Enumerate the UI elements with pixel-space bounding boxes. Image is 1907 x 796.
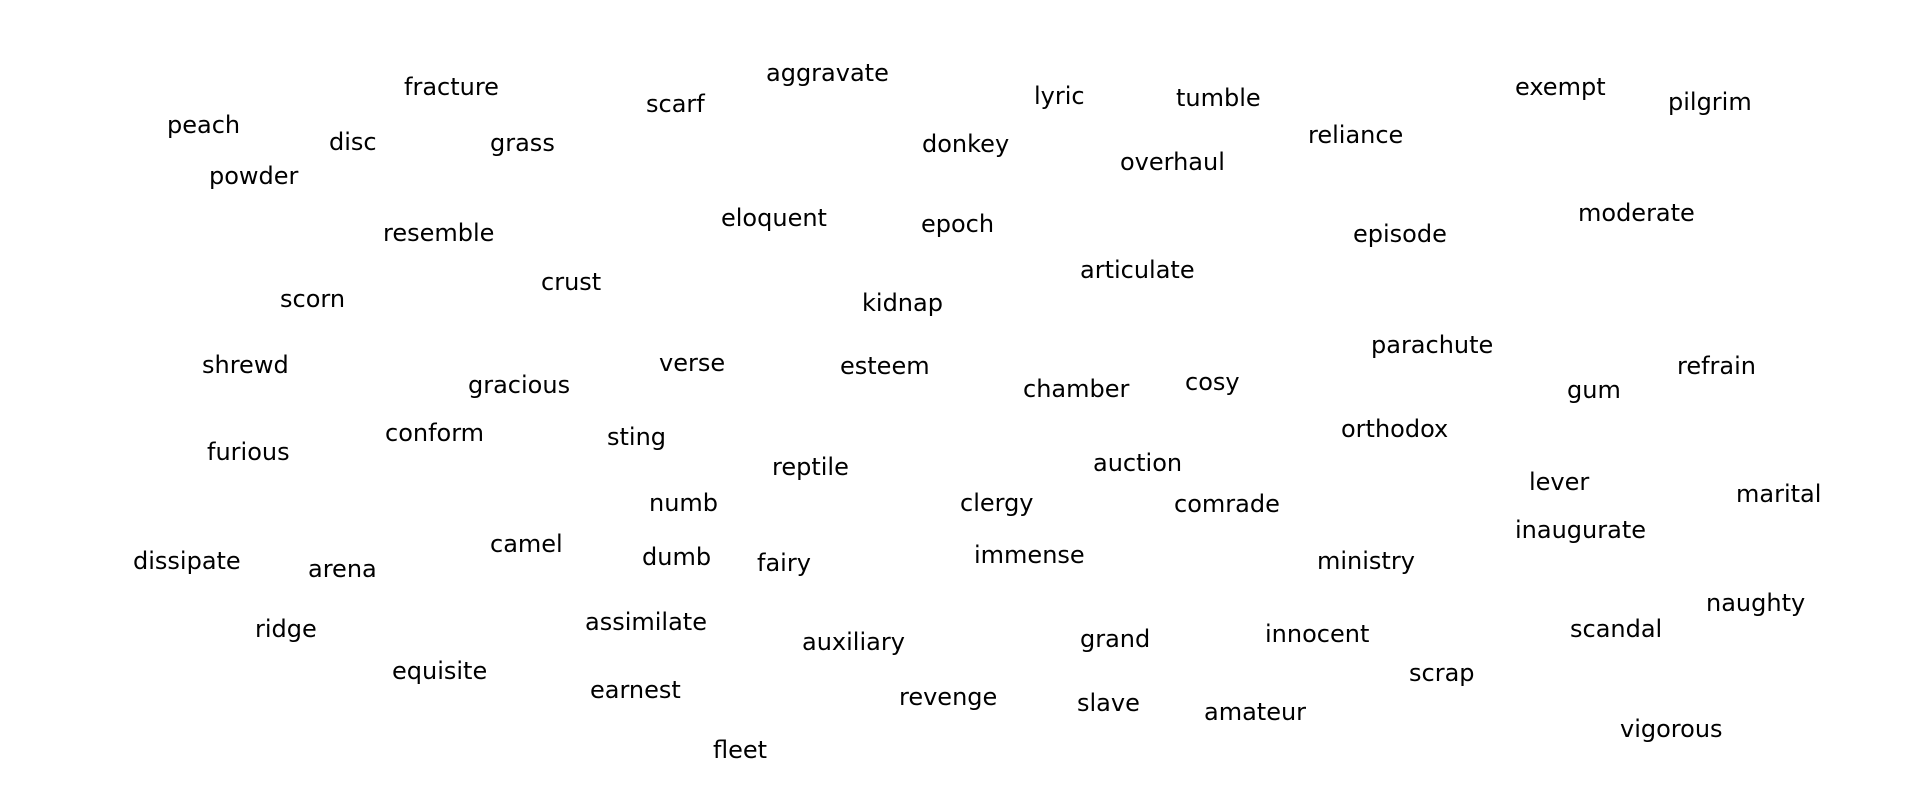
word-item: refrain: [1677, 352, 1757, 380]
word-item: numb: [649, 489, 719, 517]
word-item: ministry: [1317, 547, 1415, 575]
word-item: articulate: [1080, 256, 1195, 284]
word-item: orthodox: [1341, 415, 1449, 443]
word-item: revenge: [899, 683, 998, 711]
word-item: auxiliary: [802, 628, 905, 656]
word-item: donkey: [922, 130, 1010, 158]
word-item: moderate: [1578, 199, 1695, 227]
word-item: powder: [209, 162, 299, 190]
word-item: chamber: [1023, 375, 1130, 403]
word-item: fracture: [404, 73, 499, 101]
word-item: assimilate: [585, 608, 707, 636]
word-item: dissipate: [133, 547, 241, 575]
word-item: overhaul: [1120, 148, 1225, 176]
word-item: ridge: [255, 615, 317, 643]
word-item: episode: [1353, 220, 1447, 248]
word-item: grass: [490, 129, 555, 157]
word-item: marital: [1736, 480, 1822, 508]
word-item: peach: [167, 111, 241, 139]
word-item: epoch: [921, 210, 995, 238]
word-item: gum: [1567, 376, 1621, 404]
word-item: dumb: [642, 543, 712, 571]
word-item: cosy: [1185, 368, 1240, 396]
word-item: comrade: [1174, 490, 1280, 518]
word-item: tumble: [1176, 84, 1261, 112]
word-item: auction: [1093, 449, 1183, 477]
word-item: furious: [207, 438, 290, 466]
word-item: slave: [1077, 689, 1140, 717]
word-item: verse: [659, 349, 726, 377]
word-item: vigorous: [1620, 715, 1723, 743]
word-item: esteem: [840, 352, 930, 380]
word-item: shrewd: [202, 351, 289, 379]
word-item: aggravate: [766, 59, 889, 87]
word-item: equisite: [392, 657, 488, 685]
word-item: lever: [1529, 468, 1590, 496]
word-item: reptile: [772, 453, 849, 481]
word-item: scrap: [1409, 659, 1475, 687]
word-item: clergy: [960, 489, 1034, 517]
word-item: scarf: [646, 90, 705, 118]
word-item: innocent: [1265, 620, 1370, 648]
word-item: sting: [607, 423, 667, 451]
word-item: earnest: [590, 676, 681, 704]
word-item: camel: [490, 530, 563, 558]
word-item: fleet: [713, 736, 768, 764]
word-item: gracious: [468, 371, 571, 399]
word-item: exempt: [1515, 73, 1606, 101]
word-item: amateur: [1204, 698, 1307, 726]
word-item: parachute: [1371, 331, 1494, 359]
word-item: conform: [385, 419, 485, 447]
word-item: pilgrim: [1668, 88, 1752, 116]
word-item: crust: [541, 268, 602, 296]
word-item: kidnap: [862, 289, 943, 317]
word-item: scorn: [280, 285, 346, 313]
word-item: scandal: [1570, 615, 1663, 643]
word-item: reliance: [1308, 121, 1404, 149]
word-item: naughty: [1706, 589, 1806, 617]
word-item: lyric: [1034, 82, 1085, 110]
word-item: arena: [308, 555, 377, 583]
word-item: inaugurate: [1515, 516, 1646, 544]
word-item: eloquent: [721, 204, 827, 232]
word-item: immense: [974, 541, 1085, 569]
word-item: resemble: [383, 219, 495, 247]
word-item: disc: [329, 128, 377, 156]
word-item: grand: [1080, 625, 1151, 653]
word-item: fairy: [757, 549, 811, 577]
